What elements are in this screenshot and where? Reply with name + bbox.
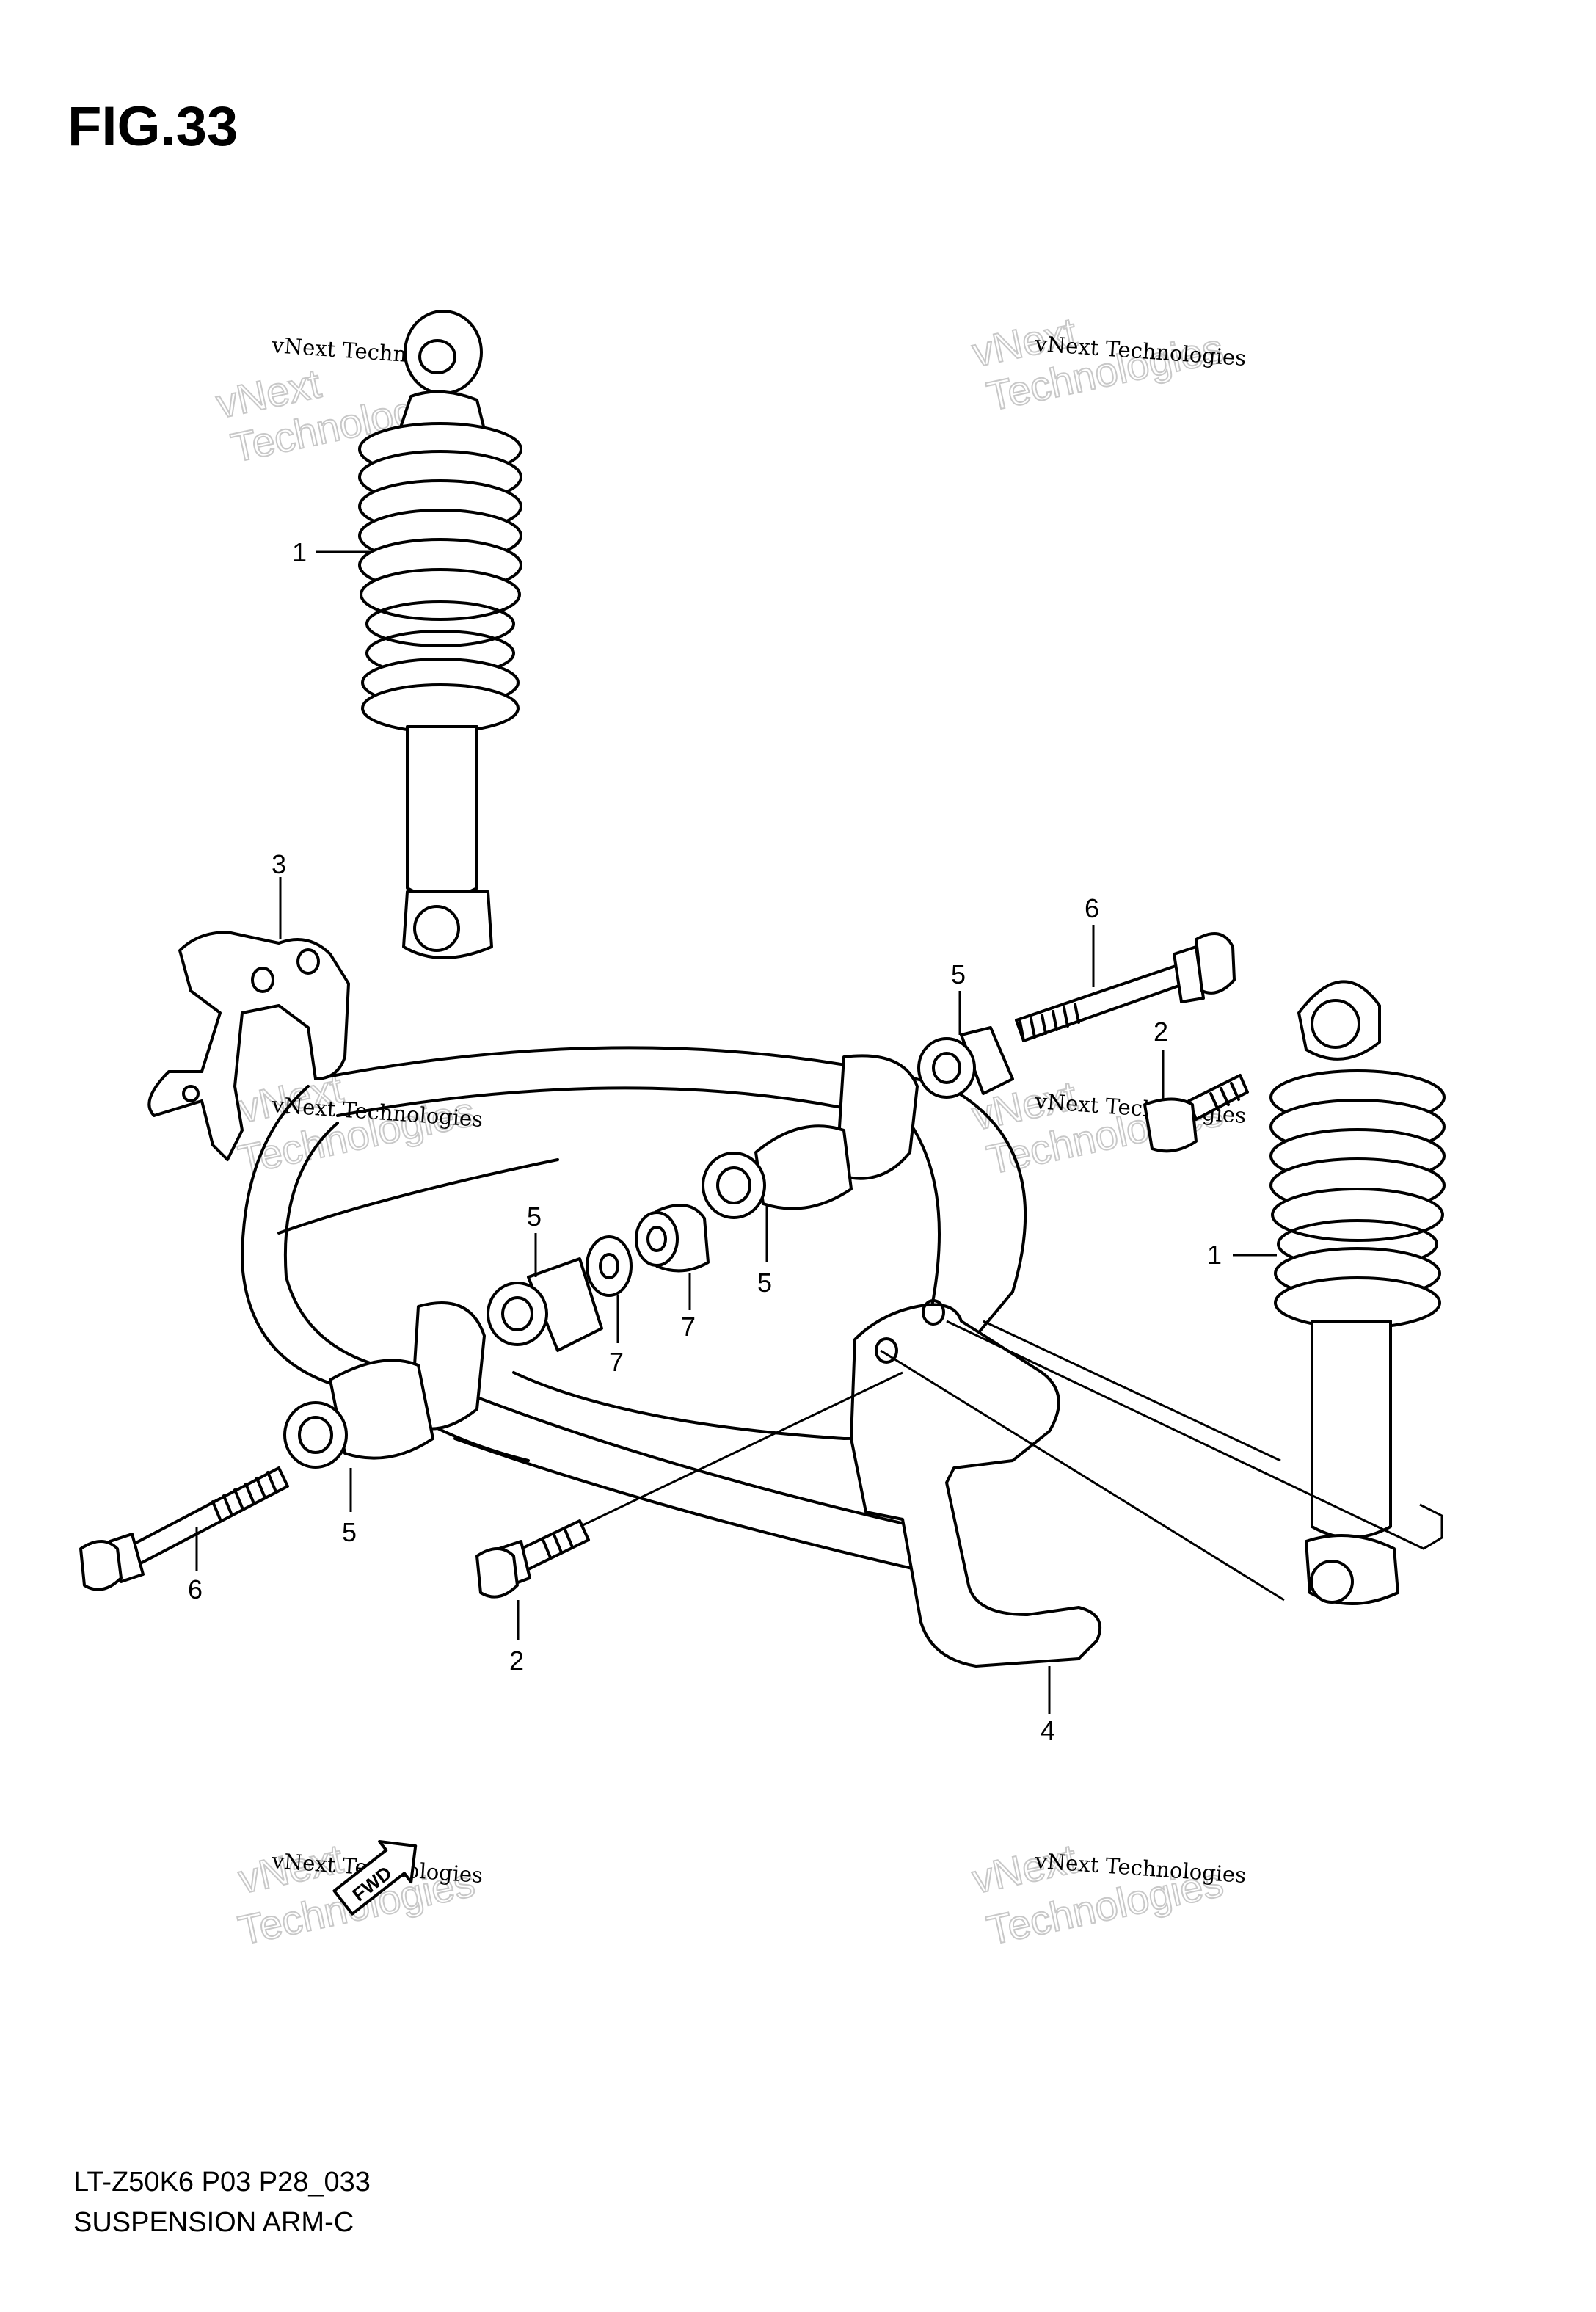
arm-left-brace — [277, 1158, 559, 1235]
fwd-arrow: FWD — [332, 1839, 418, 1916]
bolt-head — [1143, 1097, 1198, 1153]
bracket-upper-left — [147, 931, 350, 1161]
callout-6-lower: 6 — [188, 1574, 203, 1604]
watermark-mid-right: vNext Technologies vNext Technologies — [967, 1071, 1247, 1183]
washer-hole — [646, 1226, 667, 1252]
callout-6-upper: 6 — [1085, 893, 1099, 923]
washer-hole — [599, 1253, 619, 1279]
shock-spring-coils — [1269, 1069, 1446, 1329]
bushing-face — [283, 1401, 348, 1469]
shock-top-eye — [1311, 999, 1360, 1049]
callout-7-left: 7 — [609, 1347, 624, 1377]
bracket-hole-2 — [296, 948, 320, 975]
callout-5-left-lower: 5 — [342, 1517, 357, 1547]
callout-4: 4 — [1041, 1715, 1055, 1745]
washer-face — [635, 1211, 679, 1267]
arm-left-loop-inner — [283, 1122, 412, 1374]
arm-pivot-tube-upper — [835, 1054, 919, 1180]
callout-5-upper-right: 5 — [951, 959, 966, 989]
shock-body-cylinder — [1311, 1320, 1392, 1539]
arm-right-side-outer — [945, 1085, 1027, 1337]
shock-bottom-eye — [1310, 1560, 1354, 1604]
bracket-lower-center — [850, 1299, 1101, 1668]
figure-title: FIG.33 — [68, 95, 238, 158]
bolt-head — [475, 1547, 519, 1599]
bushing-body — [754, 1124, 853, 1210]
arm-right-side-inner — [908, 1122, 941, 1308]
arm-top-bar-inner — [336, 1086, 911, 1124]
reference-line-4 — [579, 1371, 903, 1528]
bushing-face — [487, 1282, 548, 1346]
reference-line-1 — [946, 1320, 1443, 1550]
shock-top-eye-hole — [418, 339, 456, 374]
watermark-top-right: vNext Technologies vNext Technologies — [967, 308, 1247, 420]
bushing-hole — [501, 1296, 533, 1331]
bolt-2-lower — [475, 1519, 590, 1599]
reference-line-2 — [983, 1320, 1281, 1462]
callout-7-right: 7 — [681, 1312, 696, 1342]
shock-bottom-eye — [413, 905, 460, 952]
callout-2-right: 2 — [1154, 1017, 1168, 1047]
arm-bottom-bar-inner — [468, 1393, 919, 1528]
bushing-left-lower — [283, 1301, 486, 1469]
bushing-hole — [932, 1052, 961, 1084]
callout-1-right: 1 — [1207, 1240, 1222, 1270]
washer-left — [586, 1235, 633, 1297]
fwd-arrow-icon — [332, 1839, 418, 1916]
washer-face — [586, 1235, 633, 1297]
bushing-face — [702, 1152, 766, 1219]
bolt-shank — [123, 1466, 289, 1568]
bushing-upper-right — [917, 1026, 1014, 1099]
watermark-mid-left: vNext Technologies vNext Technologies — [233, 1064, 484, 1183]
bolt-thread — [211, 1471, 277, 1521]
shock-top-eye — [404, 310, 483, 395]
callout-2-lower: 2 — [509, 1646, 524, 1676]
bracket-hole-2 — [922, 1299, 945, 1326]
bolt-flange — [1173, 945, 1205, 1003]
callout-5-left-upper: 5 — [527, 1202, 542, 1232]
watermark-bottom-right: vNext Technologies vNext Technologies — [967, 1834, 1247, 1954]
callout-1-upper: 1 — [292, 537, 307, 567]
callout-5-middle: 5 — [757, 1268, 772, 1298]
bolt-thread — [542, 1528, 574, 1559]
bracket-hole-1 — [875, 1337, 898, 1364]
washer-right — [635, 1204, 710, 1273]
bracket-plate — [147, 931, 350, 1161]
shock-absorber-right — [1269, 980, 1446, 1605]
bolt-6-upper — [1015, 932, 1236, 1042]
footer-section-name: SUSPENSION ARM-C — [73, 2207, 354, 2238]
bracket-hole-3 — [182, 1085, 200, 1102]
bushing-middle — [702, 1054, 919, 1219]
footer-model-code: LT-Z50K6 P03 P28_033 — [73, 2167, 371, 2198]
bushing-hole — [298, 1416, 333, 1454]
bushing-body — [329, 1359, 434, 1460]
bolt-6-lower — [79, 1466, 289, 1591]
bushing-body — [960, 1026, 1014, 1095]
reference-line-3 — [880, 1349, 1285, 1602]
bushing-body — [527, 1257, 603, 1352]
bolt-thread — [1019, 1003, 1080, 1042]
shock-body-cylinder — [406, 725, 478, 899]
bushing-hole — [716, 1166, 751, 1204]
bolt-head — [79, 1540, 123, 1591]
arm-bottom-bar-outer — [453, 1437, 955, 1579]
shock-absorber-upper — [358, 310, 522, 959]
shock-spring-coils — [358, 422, 522, 733]
bolt-thread — [1209, 1082, 1240, 1111]
bushing-face — [917, 1037, 976, 1099]
bolt-head — [1195, 932, 1236, 995]
bushing-left-upper — [487, 1257, 603, 1352]
bolt-2-right — [1143, 1074, 1249, 1153]
bracket-hole-1 — [251, 967, 274, 993]
callout-3: 3 — [272, 849, 286, 879]
